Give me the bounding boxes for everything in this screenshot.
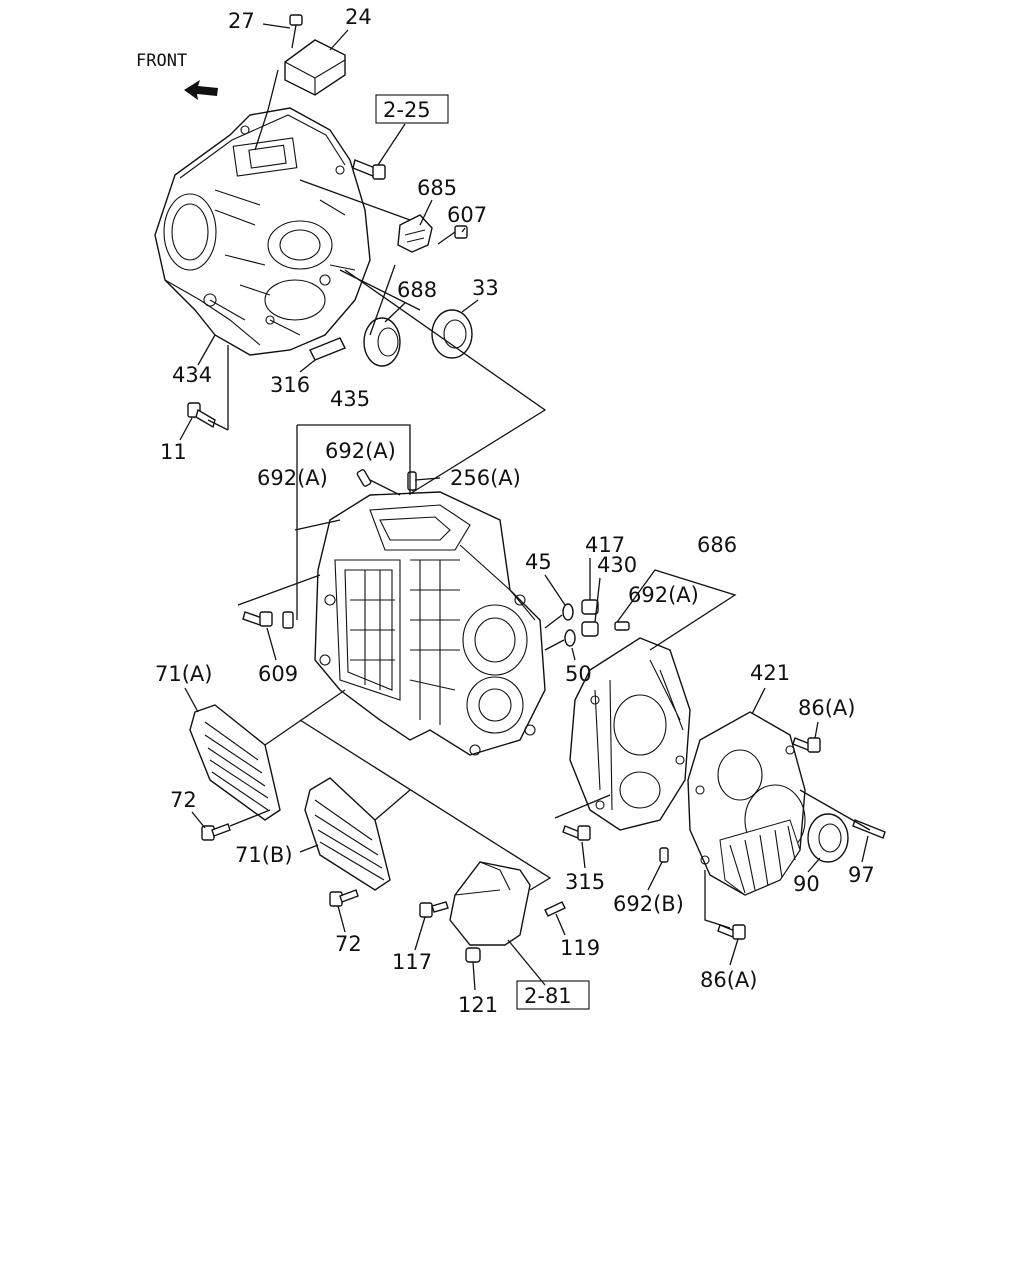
side-cover-71a-part	[189, 704, 281, 821]
callout-label: 315	[565, 870, 605, 894]
callout-label: 90	[793, 872, 820, 896]
oil-seal-33-part	[431, 309, 473, 359]
side-cover-71b-part	[304, 777, 391, 891]
plug-430-part	[581, 621, 599, 637]
ref-box-2-25: 2-25	[375, 94, 449, 124]
callout-label: 607	[447, 203, 487, 227]
oil-seal-90-part	[807, 813, 849, 863]
callout-label: 86(A)	[798, 696, 855, 720]
callout-label: 72	[335, 932, 362, 956]
callout-label: 86(A)	[700, 968, 757, 992]
callout-label: 71(B)	[235, 843, 293, 867]
callout-label: 45	[525, 550, 552, 574]
callout-label: 97	[848, 863, 875, 887]
callout-label: 417	[585, 533, 625, 557]
dowel-pin-609-part	[282, 611, 294, 629]
intermediate-plate-686-part	[569, 637, 691, 831]
callout-label: 421	[750, 661, 790, 685]
callout-label: 692(A)	[628, 583, 699, 607]
dowel-pin-256a-part	[407, 471, 417, 491]
callout-label: 256(A)	[450, 466, 521, 490]
bolt-72-upper-part	[201, 823, 231, 841]
dowel-pin-692a-part	[614, 621, 630, 631]
pto-cover-part	[449, 861, 531, 946]
ref-box-label: 2-25	[383, 98, 431, 122]
bracket-685-part	[397, 214, 433, 253]
callout-label: 692(B)	[613, 892, 684, 916]
dowel-pin-692b-part	[659, 847, 669, 863]
front-arrow-icon	[184, 80, 218, 100]
callout-label: 685	[417, 176, 457, 200]
callout-label: 121	[458, 993, 498, 1017]
callout-label: 119	[560, 936, 600, 960]
transmission-case-part	[314, 491, 546, 756]
ref-box-label: 2-81	[524, 984, 572, 1008]
nut-121-part	[465, 947, 481, 963]
ref-box-2-81: 2-81	[516, 980, 590, 1010]
front-label: FRONT	[136, 51, 187, 71]
callout-label: 609	[258, 662, 298, 686]
callout-label: 50	[565, 662, 592, 686]
clutch-housing-part	[154, 107, 371, 356]
bolt-609-part	[242, 611, 273, 627]
bolt-117-part	[419, 901, 449, 918]
retainer-688-part	[363, 317, 401, 367]
callout-label: 33	[472, 276, 499, 300]
callout-label: 688	[397, 278, 437, 302]
bolt-315-part	[562, 825, 591, 841]
bolt-72-lower-part	[329, 889, 359, 907]
rear-cover-421-part	[687, 711, 806, 896]
bolt-607-part	[437, 225, 468, 245]
callout-label: 692(A)	[325, 439, 396, 463]
o-ring-50-part	[564, 629, 576, 647]
callout-label: 11	[160, 440, 187, 464]
callout-label: 430	[597, 553, 637, 577]
callout-label: 24	[345, 5, 372, 29]
callout-label: 27	[228, 9, 255, 33]
callout-label: 72	[170, 788, 197, 812]
stud-119-part	[544, 901, 566, 917]
bolt-86a-upper-part	[792, 737, 821, 753]
bolt-86a-lower-part	[717, 924, 746, 940]
bolt-2-25-part	[352, 159, 386, 180]
callout-label: 117	[392, 950, 432, 974]
callout-label: 435	[330, 387, 370, 411]
bolt-27-part	[289, 14, 303, 49]
gasket-316-part	[309, 337, 346, 361]
callout-label: 71(A)	[155, 662, 212, 686]
bolt-11-part	[187, 402, 216, 429]
o-ring-45-part	[562, 603, 574, 621]
callout-label: 686	[697, 533, 737, 557]
callout-label: 316	[270, 373, 310, 397]
cover-24-part	[284, 39, 346, 96]
callout-label: 692(A)	[257, 466, 328, 490]
dowel-pin-692a-part	[356, 469, 372, 487]
callout-label: 434	[172, 363, 212, 387]
